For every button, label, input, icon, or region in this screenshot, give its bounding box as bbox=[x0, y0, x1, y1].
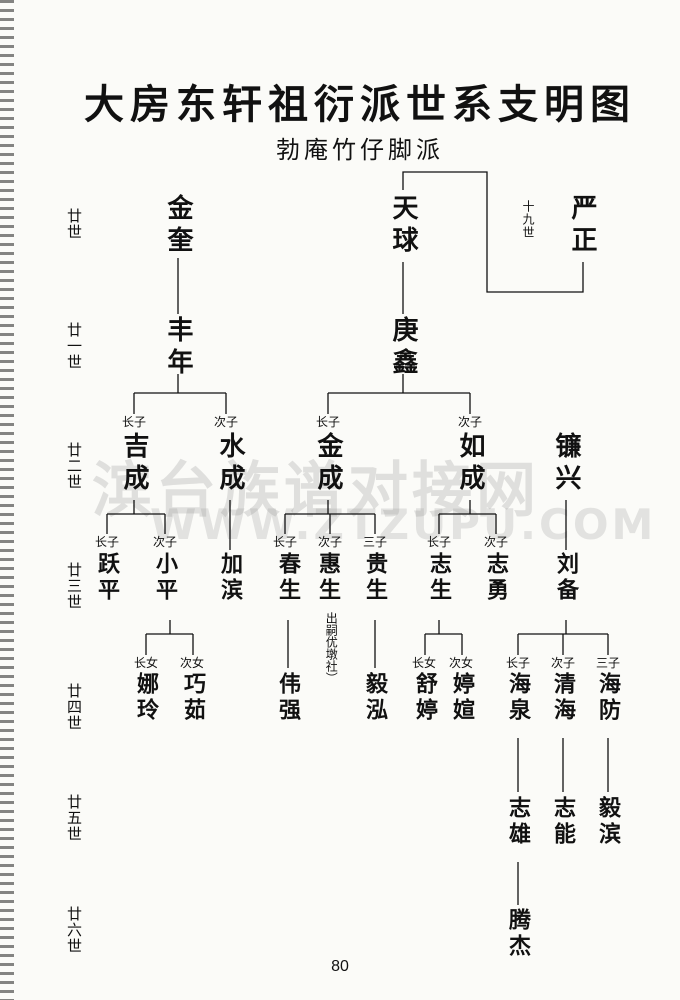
page-title: 大房东轩祖衍派世系支明图 bbox=[84, 81, 636, 128]
person-shuting: 舒婷 bbox=[412, 672, 438, 724]
label-second-son: 次子 bbox=[214, 415, 239, 429]
person-qinghai: 清海 bbox=[550, 672, 576, 724]
person-yihong: 毅泓 bbox=[362, 672, 388, 724]
person-jinkui: 金奎 bbox=[163, 194, 193, 258]
label-eldest-son: 长子 bbox=[95, 535, 120, 549]
note-huisheng-adopted: 出嗣优墩社） bbox=[324, 612, 339, 684]
person-jiabin: 加滨 bbox=[217, 552, 243, 604]
label-second-son: 次子 bbox=[318, 535, 343, 549]
gen-label-22: 廿二世 bbox=[65, 442, 83, 490]
label-eldest-son: 长子 bbox=[427, 535, 452, 549]
person-jincheng: 金成 bbox=[313, 432, 343, 496]
person-naling: 娜玲 bbox=[133, 672, 159, 724]
gen-label-25: 廿五世 bbox=[65, 794, 83, 842]
gen-label-24: 廿四世 bbox=[65, 683, 83, 731]
binding-edge bbox=[0, 0, 14, 1000]
person-liubei: 刘备 bbox=[553, 552, 579, 604]
person-haifang: 海防 bbox=[595, 672, 621, 724]
label-eldest-daughter: 长女 bbox=[412, 656, 437, 670]
person-jicheng: 吉成 bbox=[119, 432, 149, 496]
person-yanzheng: 严正 bbox=[567, 194, 597, 258]
person-zhineng: 志能 bbox=[550, 796, 576, 848]
gen-label-26: 廿六世 bbox=[65, 906, 83, 954]
gen-label-21: 廿一世 bbox=[65, 322, 83, 370]
person-haiquan: 海泉 bbox=[505, 672, 531, 724]
gen-label-20: 廿世 bbox=[65, 208, 83, 240]
label-eldest-son: 长子 bbox=[273, 535, 298, 549]
person-weiqiang: 伟强 bbox=[275, 672, 301, 724]
person-gengxin: 庚鑫 bbox=[388, 316, 418, 380]
person-zhixiong: 志雄 bbox=[505, 796, 531, 848]
label-eldest-son: 长子 bbox=[122, 415, 147, 429]
label-third-son: 三子 bbox=[363, 535, 388, 549]
person-yibin: 毅滨 bbox=[595, 796, 621, 848]
label-third-son: 三子 bbox=[596, 656, 621, 670]
person-tengjie: 腾杰 bbox=[505, 908, 531, 960]
label-eldest-son: 长子 bbox=[506, 656, 531, 670]
label-second-son: 次子 bbox=[551, 656, 576, 670]
person-zhiyong: 志勇 bbox=[483, 552, 509, 604]
label-second-daughter: 次女 bbox=[180, 656, 205, 670]
line-yanzheng-tianqiu bbox=[402, 171, 584, 293]
person-chunsheng: 春生 bbox=[275, 552, 301, 604]
person-tingxuan: 婷媗 bbox=[449, 672, 475, 724]
label-eldest-daughter: 长女 bbox=[134, 656, 159, 670]
person-yueping: 跃平 bbox=[94, 552, 120, 604]
gen-label-19: 十九世 bbox=[521, 200, 535, 239]
page-subtitle: 勃庵竹仔脚派 bbox=[276, 136, 444, 164]
person-qiaoru: 巧茹 bbox=[180, 672, 206, 724]
person-zhisheng: 志生 bbox=[426, 552, 452, 604]
person-xiaoping: 小平 bbox=[152, 552, 178, 604]
label-second-son: 次子 bbox=[484, 535, 509, 549]
person-fengnian: 丰年 bbox=[163, 316, 193, 380]
label-second-son: 次子 bbox=[458, 415, 483, 429]
person-huisheng: 惠生 bbox=[315, 552, 341, 604]
person-rucheng: 如成 bbox=[455, 432, 485, 496]
gen-label-23: 廿三世 bbox=[65, 562, 83, 610]
label-second-son: 次子 bbox=[153, 535, 178, 549]
label-second-daughter: 次女 bbox=[449, 656, 474, 670]
label-eldest-son: 长子 bbox=[316, 415, 341, 429]
person-shuicheng: 水成 bbox=[215, 432, 245, 496]
person-guisheng: 贵生 bbox=[362, 552, 388, 604]
page-number: 80 bbox=[331, 958, 349, 975]
person-lianxing: 镰兴 bbox=[551, 432, 581, 496]
person-tianqiu: 天球 bbox=[388, 194, 418, 258]
